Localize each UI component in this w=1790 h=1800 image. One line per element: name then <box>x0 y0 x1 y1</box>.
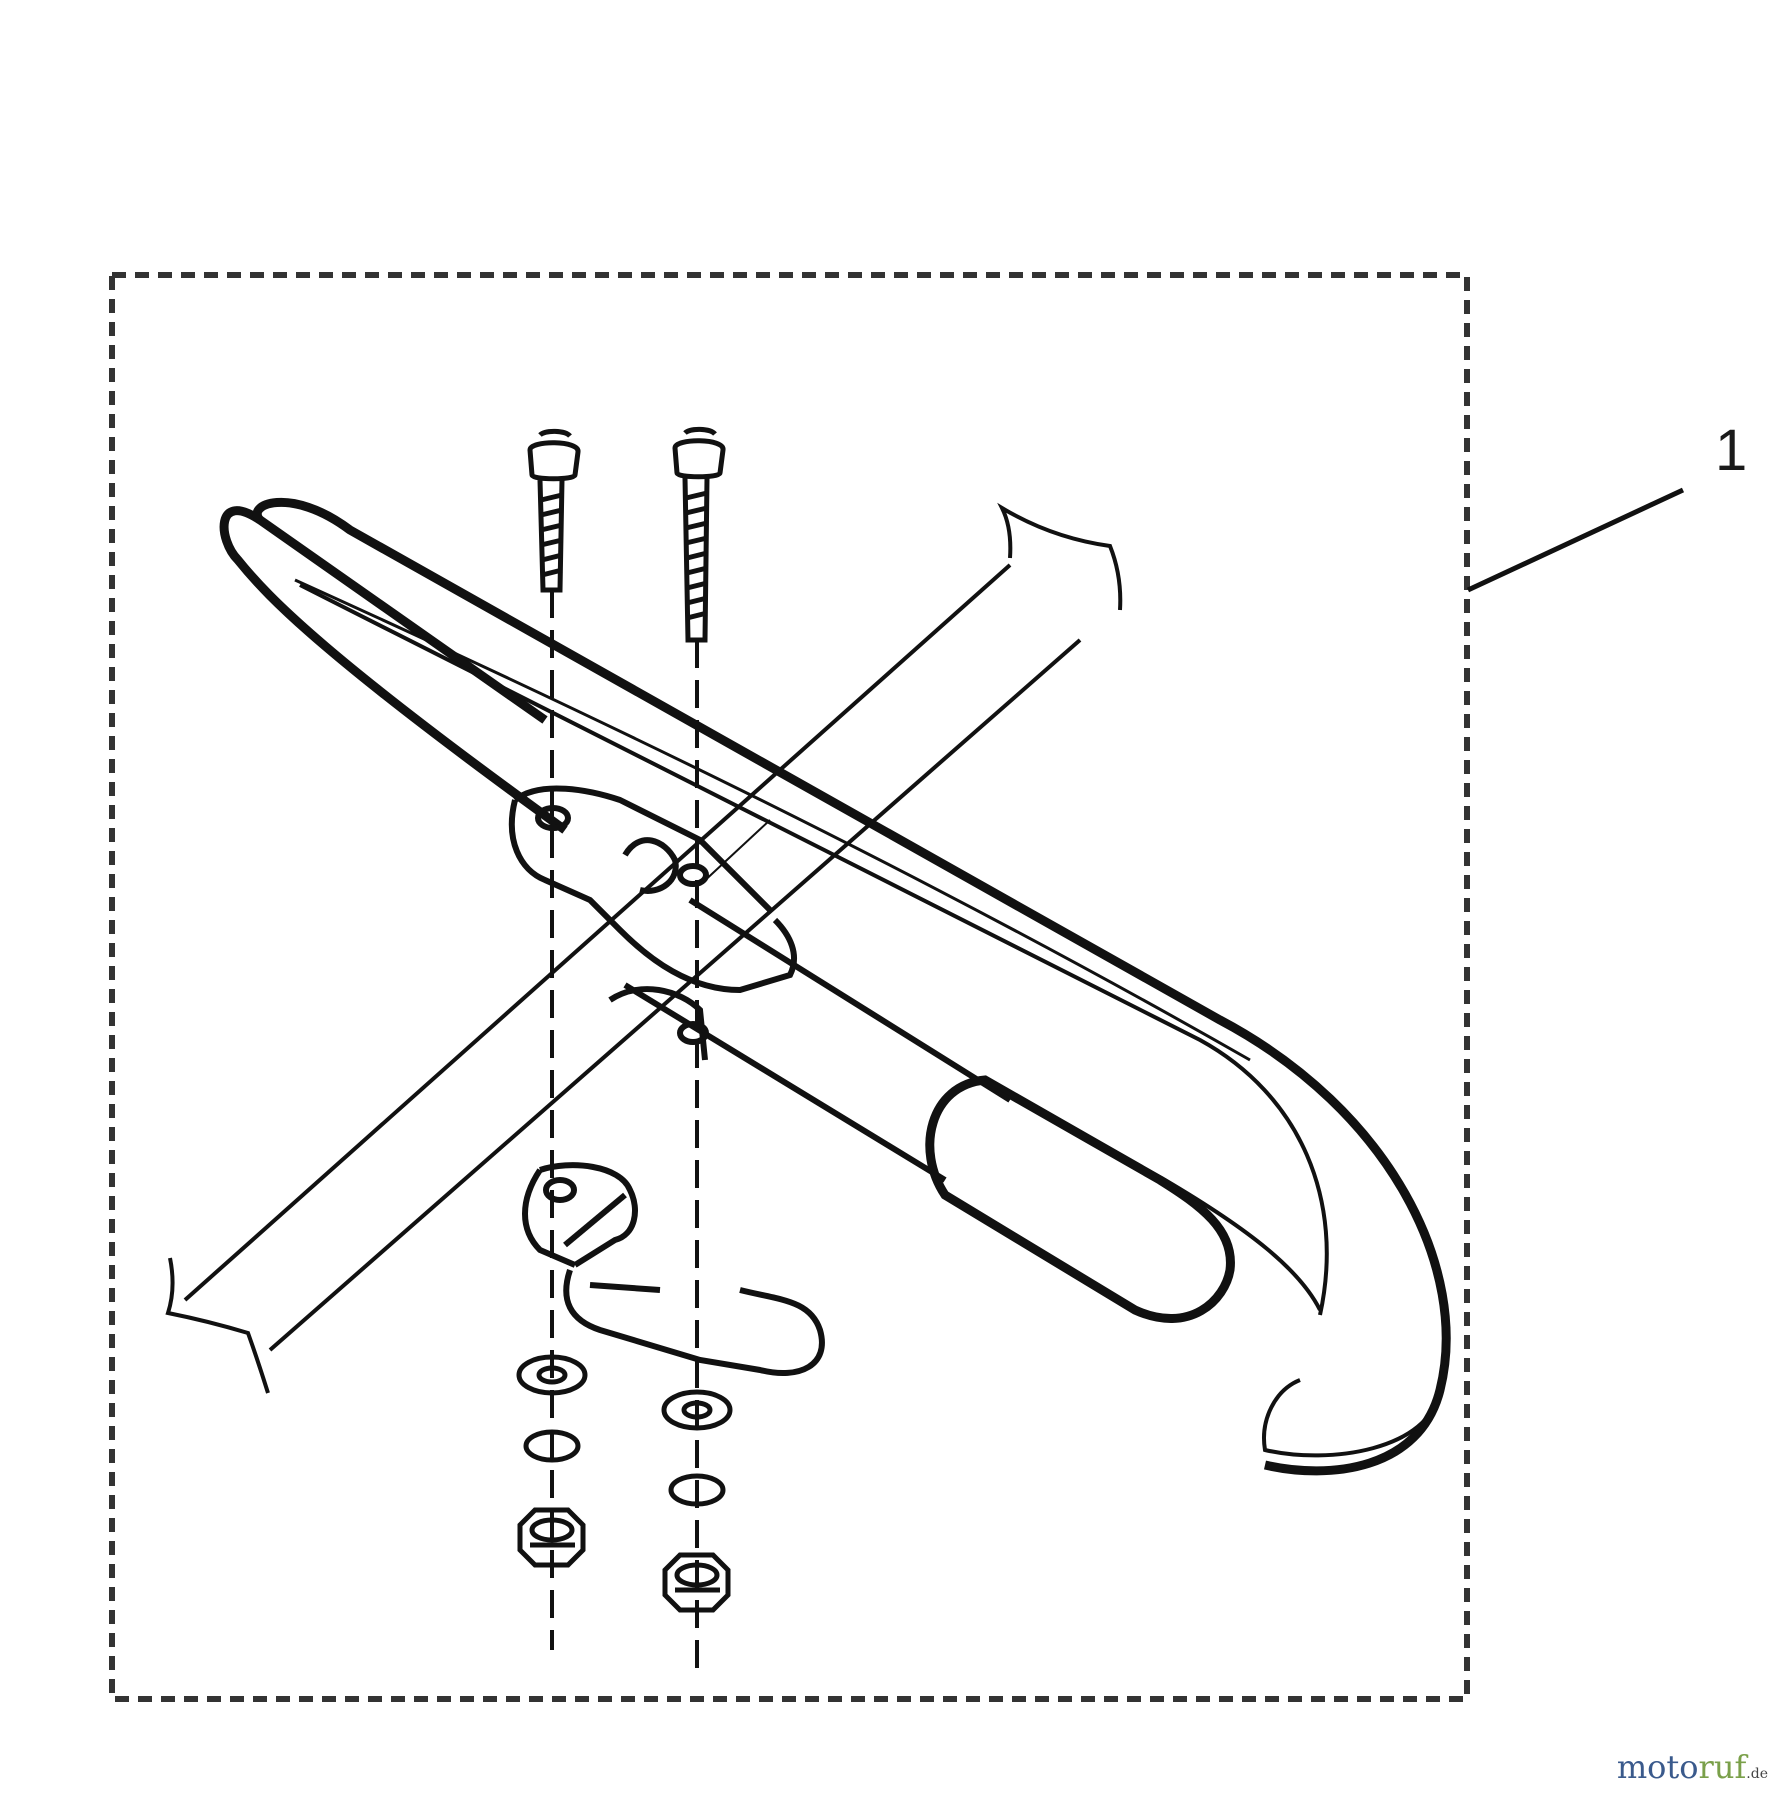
watermark-logo: motoruf.de <box>1617 1748 1768 1786</box>
callout-label: 1 <box>1715 418 1747 483</box>
washer-left <box>516 1354 588 1396</box>
lock-washer-right <box>668 1473 726 1507</box>
shaft-hidden-line <box>699 819 771 886</box>
bolt-right <box>672 426 726 643</box>
grip-sleeve <box>925 1075 1322 1324</box>
assembly-axis-lines <box>550 590 699 1680</box>
watermark-part3: .de <box>1746 1766 1768 1782</box>
nut-left <box>517 1507 586 1568</box>
kit-boundary-frame <box>109 272 1470 1702</box>
nut-right <box>662 1552 731 1613</box>
watermark-part1: moto <box>1616 1748 1699 1786</box>
watermark-part2: ruf <box>1698 1748 1747 1786</box>
bolt-left <box>527 428 581 593</box>
loop-handle <box>219 497 1451 1476</box>
callout-leader-line <box>1466 487 1685 593</box>
washer-right <box>661 1389 733 1431</box>
lock-washer-left <box>523 1429 581 1463</box>
lower-clamp <box>522 1162 825 1377</box>
